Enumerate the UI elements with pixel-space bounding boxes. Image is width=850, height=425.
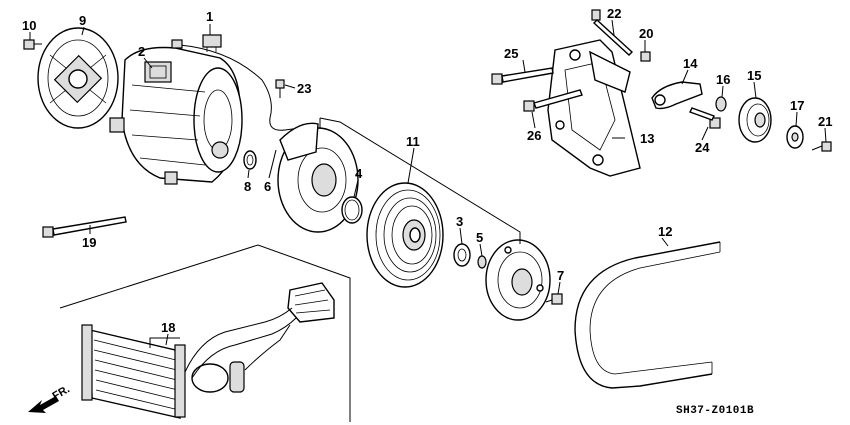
snap-ring-4 <box>341 196 363 224</box>
callout-6: 6 <box>264 179 271 194</box>
wire-harness <box>171 39 301 131</box>
callout-12: 12 <box>658 224 672 239</box>
callout-19: 19 <box>82 235 96 250</box>
collar-16 <box>715 96 727 112</box>
callouts: 1 2 3 4 5 6 7 8 9 10 11 12 13 14 15 16 1… <box>22 6 832 335</box>
bolt-24 <box>689 107 721 129</box>
idler-pulley-15 <box>738 97 772 143</box>
bolt-7 <box>545 293 563 305</box>
callout-21: 21 <box>818 114 832 129</box>
evaporator-mini <box>287 282 335 323</box>
compressor <box>109 46 243 185</box>
callout-8: 8 <box>244 179 251 194</box>
switch-1 <box>202 34 222 52</box>
front-arrow-icon <box>28 396 59 413</box>
callout-17: 17 <box>790 98 804 113</box>
callout-3: 3 <box>456 214 463 229</box>
compressor-cover <box>37 27 119 129</box>
idler-arm-14 <box>651 81 703 110</box>
hose-lines <box>184 307 297 379</box>
condenser-assembly-18 <box>81 324 186 419</box>
drawing-code: SH37-Z0101B <box>676 405 754 417</box>
callout-24: 24 <box>695 140 710 155</box>
bolt-25 <box>491 67 554 85</box>
callout-26: 26 <box>527 128 541 143</box>
callout-23: 23 <box>297 81 311 96</box>
bolt-22 <box>591 9 634 56</box>
bolt-23 <box>275 79 285 98</box>
bolt-26 <box>523 89 583 112</box>
callout-9: 9 <box>79 13 86 28</box>
field-coil-6 <box>277 122 359 233</box>
callout-10: 10 <box>22 18 36 33</box>
drive-belt-12 <box>574 241 721 389</box>
washer-5 <box>477 255 487 269</box>
bolt-21 <box>811 141 832 152</box>
callout-14: 14 <box>683 56 698 71</box>
callout-1: 1 <box>206 9 213 24</box>
callout-13: 13 <box>640 131 654 146</box>
callout-15: 15 <box>747 68 761 83</box>
callout-2: 2 <box>138 44 145 59</box>
leader-lines <box>29 19 827 346</box>
front-marker: FR. <box>51 383 72 402</box>
inset-frame <box>59 244 351 422</box>
compressor-bracket-13 <box>547 39 641 177</box>
callout-11: 11 <box>406 134 420 149</box>
washer-17 <box>786 125 804 149</box>
callout-7: 7 <box>557 268 564 283</box>
shim-3 <box>453 243 471 267</box>
callout-5: 5 <box>476 230 483 245</box>
callout-18: 18 <box>161 320 175 335</box>
snap-ring-8 <box>243 150 257 170</box>
callout-25: 25 <box>504 46 518 61</box>
nut-20 <box>640 51 651 62</box>
callout-4: 4 <box>355 166 363 181</box>
callout-16: 16 <box>716 72 730 87</box>
bolt-19 <box>42 216 127 238</box>
armature-plate <box>485 239 551 321</box>
callout-22: 22 <box>607 6 621 21</box>
compressor-mini <box>191 361 245 393</box>
group-bracket <box>319 117 521 244</box>
bolt-10 <box>23 39 42 50</box>
callout-20: 20 <box>639 26 653 41</box>
pulley-11 <box>366 182 444 288</box>
